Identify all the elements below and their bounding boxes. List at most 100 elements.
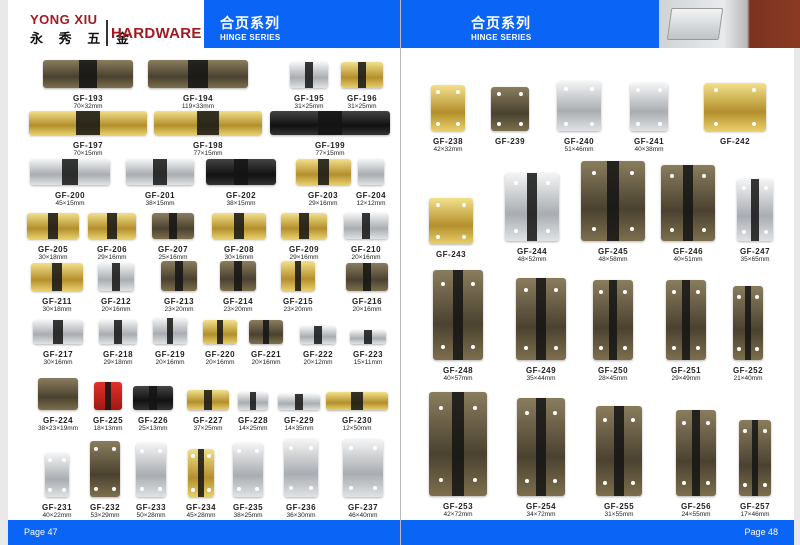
product-code: GF-209 bbox=[288, 245, 320, 254]
screw-hole-icon bbox=[62, 488, 67, 493]
product-code: GF-220 bbox=[204, 350, 236, 359]
product-size: 77×15mm bbox=[193, 150, 223, 157]
hinge-product-image bbox=[429, 198, 473, 244]
product-size: 35×44mm bbox=[526, 375, 556, 382]
product-size: 17×46mm bbox=[740, 511, 770, 518]
screw-hole-icon bbox=[47, 457, 52, 462]
product-code: GF-207 bbox=[157, 245, 189, 254]
hinge-product-image bbox=[31, 263, 83, 291]
screw-hole-icon bbox=[112, 486, 116, 491]
screw-hole-icon bbox=[590, 121, 595, 126]
product-size: 34×72mm bbox=[526, 511, 556, 518]
hinge-product-image bbox=[270, 111, 390, 135]
product-size: 15×11mm bbox=[353, 359, 383, 366]
screw-hole-icon bbox=[669, 174, 674, 179]
screw-hole-icon bbox=[237, 449, 241, 454]
screw-hole-icon bbox=[755, 346, 759, 351]
product-code: GF-206 bbox=[96, 245, 128, 254]
screw-hole-icon bbox=[438, 478, 443, 483]
product-code: GF-257 bbox=[739, 502, 771, 511]
hinge-product-image bbox=[284, 439, 318, 497]
product-size: 14×25mm bbox=[238, 425, 268, 432]
screw-hole-icon bbox=[435, 89, 440, 94]
screw-hole-icon bbox=[513, 228, 518, 233]
screw-hole-icon bbox=[737, 295, 741, 300]
hinge-product-image bbox=[187, 390, 229, 410]
product-size: 46×40mm bbox=[348, 512, 378, 519]
screw-hole-icon bbox=[742, 229, 747, 234]
hinge-product-image bbox=[739, 420, 771, 496]
hinge-product-image bbox=[433, 270, 483, 360]
product-code: GF-256 bbox=[680, 502, 712, 511]
product-code: GF-228 bbox=[237, 416, 269, 425]
product-size: 51×46mm bbox=[564, 146, 594, 153]
product-code: GF-253 bbox=[442, 502, 474, 511]
hinge-product-image bbox=[516, 278, 566, 360]
screw-hole-icon bbox=[349, 445, 353, 450]
section-title-cn: 合页系列 bbox=[471, 15, 531, 31]
product-code: GF-250 bbox=[597, 366, 629, 375]
hinge-product-image bbox=[249, 320, 283, 344]
screw-hole-icon bbox=[623, 290, 627, 294]
product-code: GF-234 bbox=[185, 503, 217, 512]
hinge-product-image bbox=[133, 386, 173, 410]
page-47: YONG XIU 永 秀 五 金 HARDWARE 合页系列 HINGE SER… bbox=[0, 0, 400, 545]
hinge-product-image bbox=[148, 60, 248, 88]
screw-hole-icon bbox=[288, 445, 293, 450]
product-size: 20×16mm bbox=[155, 359, 185, 366]
screw-hole-icon bbox=[462, 202, 467, 207]
hinge-product-image bbox=[344, 213, 388, 239]
screw-hole-icon bbox=[462, 235, 467, 240]
product-size: 38×25mm bbox=[233, 512, 263, 519]
screw-hole-icon bbox=[563, 121, 568, 126]
product-code: GF-223 bbox=[352, 350, 384, 359]
product-size: 30×18mm bbox=[38, 254, 68, 261]
product-size: 20×16mm bbox=[101, 306, 131, 313]
hinge-product-image bbox=[593, 280, 633, 360]
product-code: GF-230 bbox=[341, 416, 373, 425]
product-size: 53×29mm bbox=[90, 512, 120, 519]
product-code: GF-252 bbox=[732, 366, 764, 375]
brand-name-cn: 永 秀 五 金 bbox=[30, 31, 135, 46]
product-code: GF-236 bbox=[285, 503, 317, 512]
product-size: 20×16mm bbox=[251, 359, 281, 366]
product-code: GF-240 bbox=[563, 137, 595, 146]
product-code: GF-208 bbox=[223, 245, 255, 254]
screw-hole-icon bbox=[751, 121, 756, 126]
hinge-product-image bbox=[238, 392, 268, 410]
hinge-product-image bbox=[661, 165, 715, 241]
product-code: GF-199 bbox=[314, 141, 346, 150]
hinge-product-image bbox=[233, 443, 263, 497]
product-code: GF-239 bbox=[494, 137, 526, 146]
product-size: 29×16mm bbox=[289, 254, 319, 261]
product-code: GF-251 bbox=[670, 366, 702, 375]
screw-hole-icon bbox=[519, 122, 524, 127]
aluminum-case-image bbox=[666, 8, 724, 40]
product-code: GF-249 bbox=[525, 366, 557, 375]
screw-hole-icon bbox=[473, 478, 478, 483]
screw-hole-icon bbox=[524, 479, 529, 484]
screw-hole-icon bbox=[158, 449, 162, 454]
hinge-product-image bbox=[94, 382, 122, 410]
screw-hole-icon bbox=[438, 405, 443, 410]
hinge-product-image bbox=[290, 62, 328, 88]
page-footer: Page 48 bbox=[401, 520, 794, 545]
product-code: GF-202 bbox=[225, 191, 257, 200]
